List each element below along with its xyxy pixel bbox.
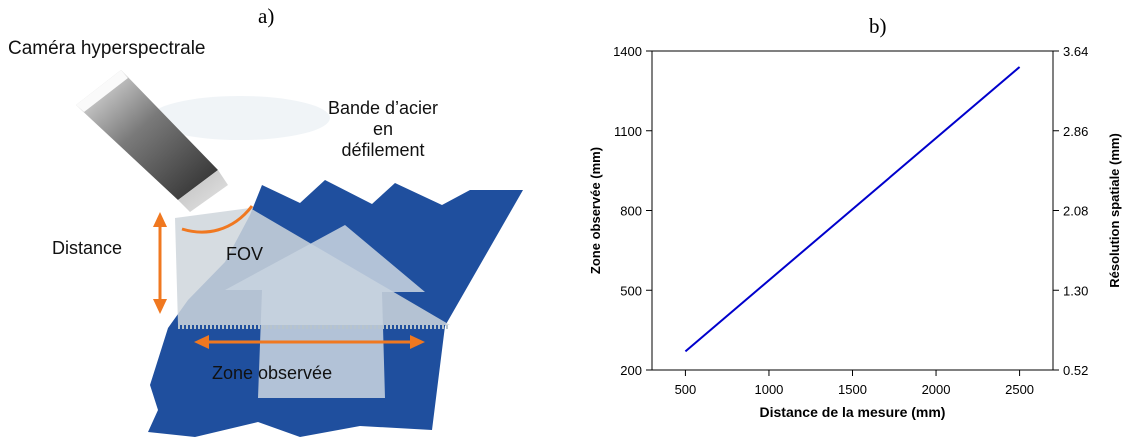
strip-label-line3: défilement bbox=[341, 140, 425, 160]
distance-arrow bbox=[153, 212, 167, 314]
y-tick-label: 200 bbox=[620, 363, 642, 378]
strip-label-line2: en bbox=[372, 119, 394, 139]
panel-a-label: a) bbox=[258, 4, 275, 28]
y-tick-label: 800 bbox=[620, 204, 642, 219]
camera-body bbox=[76, 70, 218, 200]
fov-label: FOV bbox=[226, 244, 264, 264]
camera-lens bbox=[178, 170, 228, 212]
x-tick-label: 500 bbox=[675, 382, 697, 397]
x-axis-label: Distance de la mesure (mm) bbox=[760, 404, 946, 420]
chart-panel: b) 500 1000 1500 2000 2500 200 500 800 1100 1400 0… bbox=[560, 0, 1136, 437]
y2-tick-label: 0.52 bbox=[1063, 363, 1088, 378]
y2-axis-label: Résolution spatiale (mm) bbox=[1107, 133, 1122, 288]
setup-diagram-panel: a) bbox=[0, 0, 560, 437]
series-line bbox=[684, 66, 1021, 353]
motion-arrow bbox=[225, 225, 425, 398]
setup-illustration bbox=[76, 70, 523, 437]
panel-b-label: b) bbox=[869, 14, 887, 38]
plot-frame bbox=[651, 50, 1054, 371]
distance-label: Distance bbox=[52, 238, 123, 258]
x-tick-label: 1000 bbox=[754, 382, 783, 397]
camera-label: Caméra hyperspectrale bbox=[8, 38, 206, 59]
strip-label: Bande d’acier en défilement bbox=[318, 98, 448, 161]
y2-tick-label: 2.08 bbox=[1063, 204, 1088, 219]
y-tick-label: 500 bbox=[620, 283, 642, 298]
y2-tick-label: 3.64 bbox=[1063, 44, 1088, 59]
zone-arrow bbox=[194, 335, 425, 349]
line-chart: 500 1000 1500 2000 2500 200 500 800 1100 1400 0.52… bbox=[588, 44, 1122, 420]
y-tick-label: 1400 bbox=[613, 44, 642, 59]
fov-curve bbox=[181, 205, 254, 234]
x-tick-label: 2500 bbox=[1005, 382, 1034, 397]
x-tick-label: 2000 bbox=[922, 382, 951, 397]
y-tick-label: 1100 bbox=[614, 124, 642, 139]
zone-label: Zone observée bbox=[212, 363, 333, 383]
strip-label-line1: Bande d’acier bbox=[327, 98, 439, 118]
x-tick-label: 1500 bbox=[838, 382, 867, 397]
y2-tick-label: 1.30 bbox=[1063, 283, 1088, 298]
y-axis-label: Zone observée (mm) bbox=[588, 147, 603, 274]
y2-tick-label: 2.86 bbox=[1063, 124, 1088, 139]
